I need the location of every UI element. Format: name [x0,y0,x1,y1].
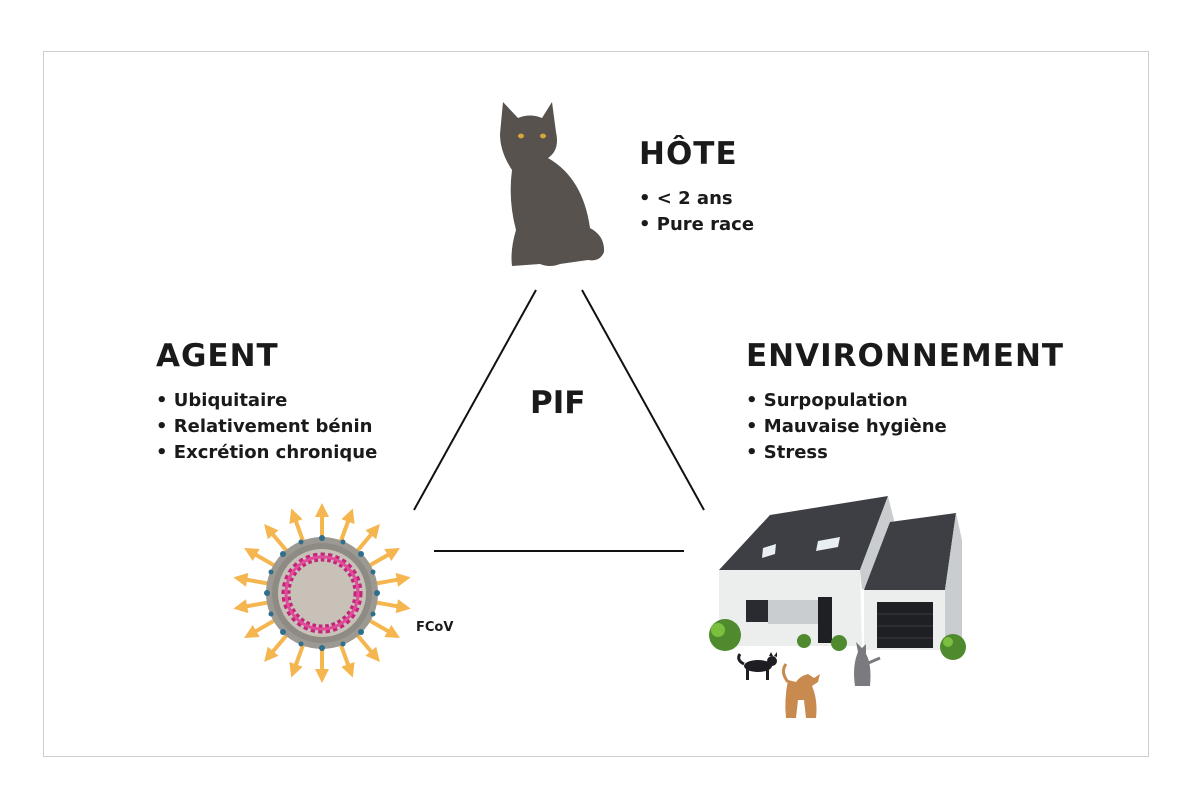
environment-title: ENVIRONNEMENT [746,338,1065,374]
triangle-side-left [413,289,537,511]
host-bullets: < 2 ans Pure race [639,186,754,238]
triangle-side-right [581,289,705,511]
cat-black-icon [737,652,777,680]
host-title: HÔTE [639,136,738,172]
virus-label: FCoV [416,620,454,635]
cat-grey-icon [854,642,881,686]
environment-bullet-item: Stress [746,440,947,466]
environment-bullet-item: Mauvaise hygiène [746,414,947,440]
agent-bullet-item: Excrétion chronique [156,440,378,466]
cat-orange-icon [781,663,820,718]
cat-icon [500,102,605,266]
agent-bullet-item: Ubiquitaire [156,388,377,414]
host-bullet-item: < 2 ans [639,186,754,212]
house-icon [709,496,966,660]
diagram-frame [43,51,1149,757]
agent-title: AGENT [156,338,279,374]
agent-bullet-item: Relativement bénin [156,414,377,440]
agent-bullets: Ubiquitaire Relativement bénin Excrétion… [156,388,378,466]
center-label: PIF [530,385,586,421]
virus-icon [233,503,411,683]
environment-bullet-item: Surpopulation [746,388,947,414]
host-bullet-item: Pure race [639,212,754,238]
environment-bullets: Surpopulation Mauvaise hygiène Stress [746,388,947,466]
